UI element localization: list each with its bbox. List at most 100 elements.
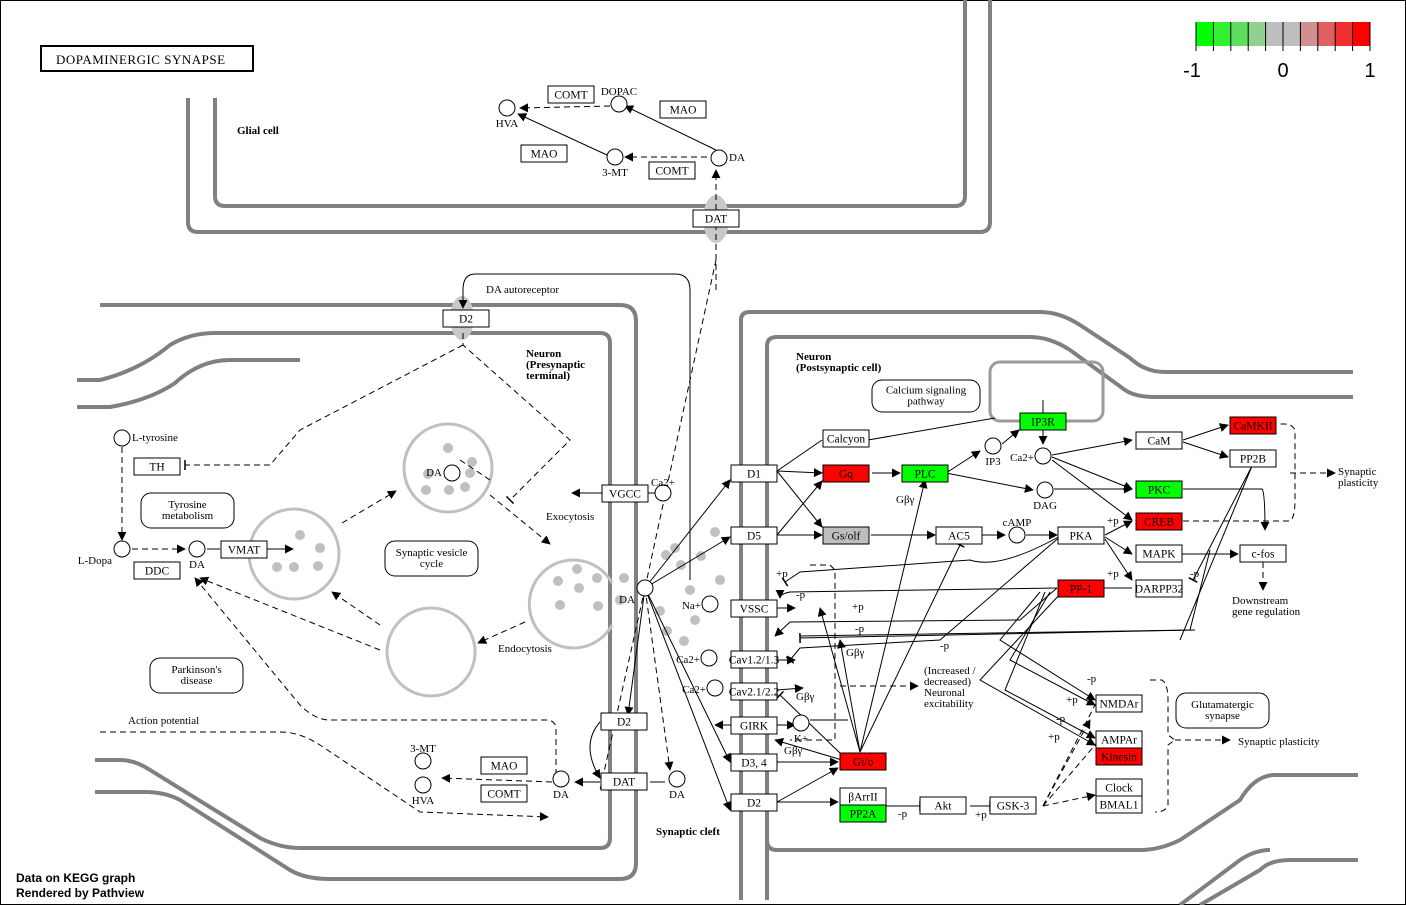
gene-plc[interactable]: PLC <box>901 464 949 483</box>
compound-camp[interactable]: cAMP <box>1003 517 1032 544</box>
compound-da_cyto[interactable]: DA <box>188 540 206 571</box>
region-label-presynaptic: Neuron <box>526 348 561 360</box>
gene-dat_glial[interactable]: DAT <box>692 209 740 228</box>
compound-ca_vgcc[interactable]: Ca2+ <box>651 477 675 502</box>
edge <box>1104 520 1133 536</box>
gene-gq[interactable]: Gq <box>822 464 870 483</box>
gene-ddc[interactable]: DDC <box>133 561 181 580</box>
compound-ca_post[interactable]: Ca2+ <box>1010 447 1052 465</box>
compound-hva_top[interactable]: HVA <box>496 99 518 130</box>
map-label: cycle <box>420 558 443 570</box>
gene-comt_bot[interactable]: COMT <box>480 784 528 803</box>
gene-creb[interactable]: CREB <box>1135 512 1183 531</box>
compound-da_cleft[interactable]: DA <box>619 579 654 606</box>
gene-camkii[interactable]: CaMKII <box>1229 416 1277 435</box>
gene-vgcc[interactable]: VGCC <box>601 484 649 503</box>
edge <box>785 534 1063 664</box>
gene-barrII[interactable]: βArrII <box>839 787 887 806</box>
compound-hva_bot[interactable]: HVA <box>412 776 434 807</box>
gene-box <box>601 484 649 503</box>
gene-cav12[interactable]: Cav1.2/1.3 <box>729 650 780 669</box>
compound-ip3[interactable]: IP3 <box>984 437 1002 468</box>
legend-swatch <box>1230 22 1249 46</box>
gene-vssc[interactable]: VSSC <box>730 599 778 618</box>
compound-ca_cav12[interactable]: Ca2+ <box>676 649 718 667</box>
gene-gsolf[interactable]: Gs/olf <box>822 526 870 545</box>
gene-mao_bot[interactable]: MAO <box>480 756 528 775</box>
gene-clock[interactable]: Clock <box>1095 778 1143 797</box>
compound-ltyr[interactable]: L-tyrosine <box>113 429 178 447</box>
compound-da_bot_r[interactable]: DA <box>668 770 686 801</box>
compound-da_bot_l[interactable]: DA <box>552 770 570 801</box>
gene-cfos[interactable]: c-fos <box>1239 544 1287 563</box>
compound-dopac[interactable]: DOPAC <box>601 86 637 113</box>
gene-box <box>1135 480 1183 499</box>
gene-dat_pre[interactable]: DAT <box>600 772 648 791</box>
gene-d5[interactable]: D5 <box>730 526 778 545</box>
edge <box>790 564 836 741</box>
gene-d34[interactable]: D3, 4 <box>730 753 778 772</box>
region-label-presynaptic: (Presynaptic <box>526 359 585 371</box>
gene-calcyon[interactable]: Calcyon <box>822 429 870 448</box>
compound-mt3_bot[interactable]: 3-MT <box>410 743 436 770</box>
gene-comt_top[interactable]: COMT <box>547 85 595 104</box>
gene-label: PLC <box>914 469 935 481</box>
gene-gsk3[interactable]: GSK-3 <box>989 796 1037 815</box>
gene-label: D3, 4 <box>741 758 767 770</box>
gene-akt[interactable]: Akt <box>919 796 967 815</box>
gene-kinesin[interactable]: Kinesin <box>1095 747 1143 766</box>
compound-label: DA <box>426 467 442 479</box>
gene-box <box>1057 526 1105 545</box>
label-excitability: excitability <box>924 698 974 710</box>
legend-swatch <box>1196 22 1214 46</box>
compound-ldopa[interactable]: L-Dopa <box>78 540 131 567</box>
gene-ampar[interactable]: AMPAr <box>1095 730 1143 749</box>
gene-pp2b[interactable]: PP2B <box>1229 449 1277 468</box>
gene-comt_top2[interactable]: COMT <box>648 161 696 180</box>
compound-ca_cav21[interactable]: Ca2+ <box>682 679 724 697</box>
gene-d2_post[interactable]: D2 <box>730 793 778 812</box>
gene-girk[interactable]: GIRK <box>730 716 778 735</box>
gene-pka[interactable]: PKA <box>1057 526 1105 545</box>
compound-dag[interactable]: DAG <box>1033 481 1057 512</box>
gene-ip3r[interactable]: IP3R <box>1019 412 1067 431</box>
compound-k[interactable]: K+ <box>792 714 810 745</box>
gene-bmal1[interactable]: BMAL1 <box>1095 795 1143 814</box>
gene-mao_top_l[interactable]: MAO <box>520 144 568 163</box>
compound-da_glial[interactable]: DA <box>710 149 745 167</box>
vesicle-dot <box>696 551 706 561</box>
compound-da_ves[interactable]: DA <box>426 464 461 482</box>
gene-pkc[interactable]: PKC <box>1135 480 1183 499</box>
gene-label: IP3R <box>1031 417 1055 429</box>
gene-mao_top_r[interactable]: MAO <box>659 100 707 119</box>
gene-d2_auto[interactable]: D2 <box>442 309 490 328</box>
gene-gio[interactable]: Gi/o <box>839 752 887 771</box>
gene-box <box>659 100 707 119</box>
gene-d1[interactable]: D1 <box>730 464 778 483</box>
gene-darpp32[interactable]: DARPP32 <box>1135 579 1184 598</box>
gene-nmdar[interactable]: NMDAr <box>1095 694 1143 713</box>
gene-pp1[interactable]: PP-1 <box>1057 579 1105 598</box>
gene-cav21[interactable]: Cav2.1/2.2 <box>729 682 780 701</box>
gene-th[interactable]: TH <box>133 457 181 476</box>
vesicle-dot <box>690 615 700 625</box>
compound-mt3_top[interactable]: 3-MT <box>602 148 628 179</box>
gene-vmat[interactable]: VMAT <box>220 540 268 559</box>
gene-ac5[interactable]: AC5 <box>935 526 983 545</box>
glial-membrane <box>186 0 992 243</box>
gene-mapk[interactable]: MAPK <box>1135 544 1183 563</box>
map-label: disease <box>181 675 213 687</box>
gene-pp2a[interactable]: PP2A <box>839 804 887 823</box>
compound-na[interactable]: Na+ <box>682 595 719 613</box>
vesicle-dot <box>670 543 680 553</box>
compound-label: 3-MT <box>602 167 628 179</box>
gene-cam[interactable]: CaM <box>1135 431 1183 450</box>
edge <box>1051 459 1133 521</box>
gene-d2_pre[interactable]: D2 <box>600 712 648 731</box>
